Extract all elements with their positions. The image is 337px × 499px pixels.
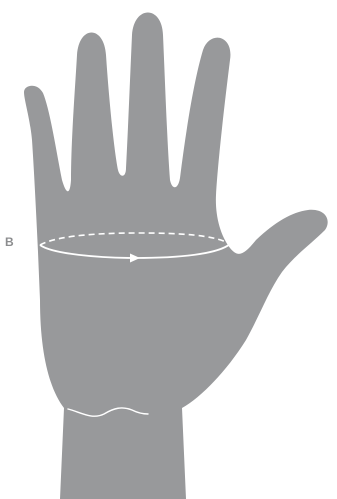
hand-palm-icon: [24, 13, 328, 499]
measurement-label-b: B: [5, 235, 19, 249]
